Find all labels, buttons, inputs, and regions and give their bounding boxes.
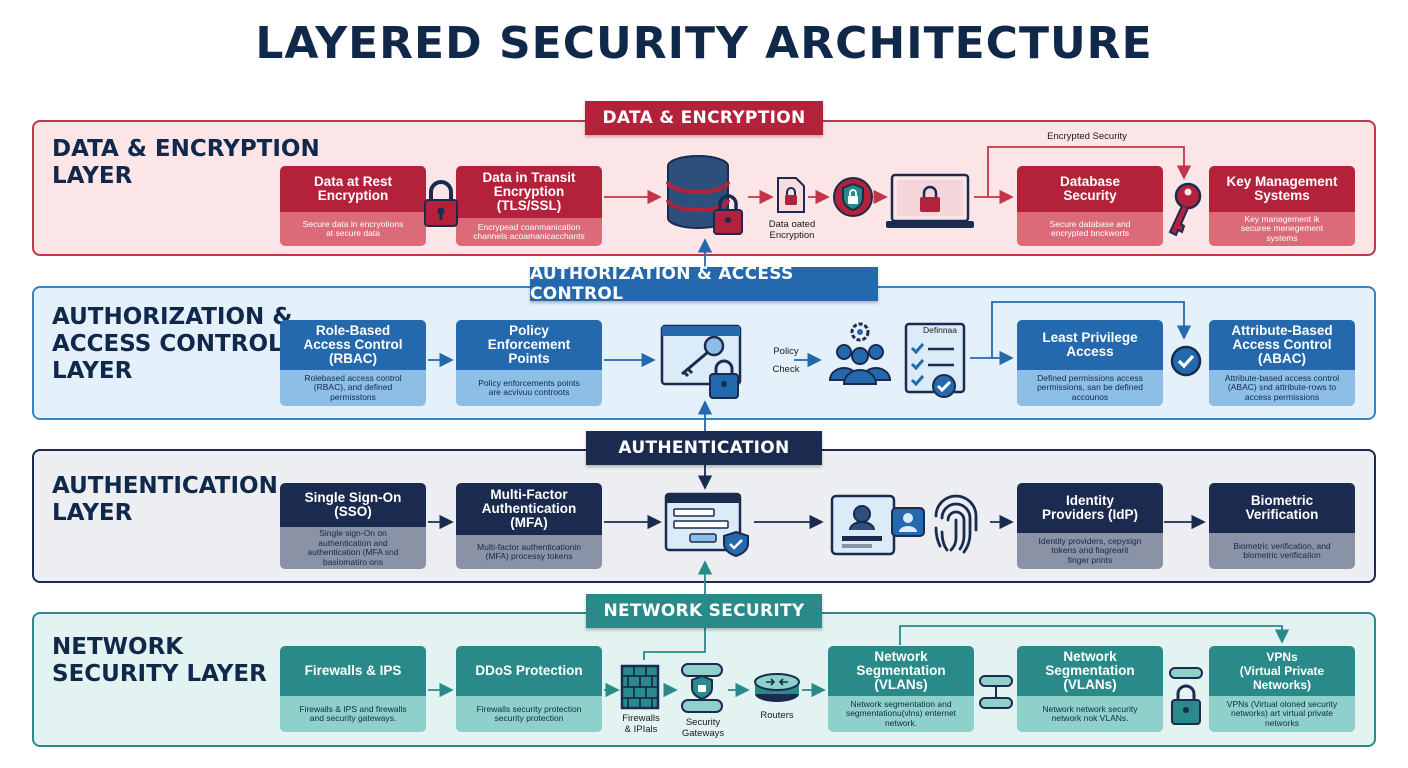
key-icon xyxy=(1168,182,1202,237)
ribbon-authentication: AUTHENTICATION xyxy=(586,431,822,465)
card-description: Identity providers, cepysign tokens and … xyxy=(1017,533,1163,569)
layer-label: NETWORK SECURITY LAYER xyxy=(52,634,267,687)
card-description: Network segmentation and segmentationu(v… xyxy=(828,696,974,732)
ribbon-network-security: NETWORK SECURITY xyxy=(586,594,822,628)
card-title: Identity Providers (IdP) xyxy=(1017,483,1163,533)
padlock-icon xyxy=(424,180,458,227)
ribbon-authorization: AUTHORIZATION & ACCESS CONTROL xyxy=(530,264,878,304)
card-vpns[interactable]: VPNs (Virtual Private Networks) VPNs (Vi… xyxy=(1209,646,1355,732)
card-title: Network Segmentation (VLANs) xyxy=(1017,646,1163,696)
browser-key-icon xyxy=(660,324,742,399)
card-description: Network network security network nok VLA… xyxy=(1017,696,1163,732)
card-title: Multi-Factor Authentication (MFA) xyxy=(456,483,602,535)
encrypted-file-icon xyxy=(777,177,805,213)
card-policy-enforcement[interactable]: Policy Enforcement Points Policy enforce… xyxy=(456,320,602,406)
encrypted-security-label: Encrypted Security xyxy=(1047,131,1127,142)
card-description: Encrypead coanmanication channels acoama… xyxy=(456,218,602,246)
card-title: Least Privilege Access xyxy=(1017,320,1163,370)
card-title: Attribute-Based Access Control (ABAC) xyxy=(1209,320,1355,370)
icon-label: Routers xyxy=(760,710,794,721)
card-data-in-transit[interactable]: Data in Transit Encryption (TLS/SSL) Enc… xyxy=(456,166,602,246)
laptop-lock-icon xyxy=(886,173,974,228)
icon-label: Data oated Encryption xyxy=(768,219,816,241)
card-biometric[interactable]: Biometric Verification Biometric verific… xyxy=(1209,483,1355,569)
card-database-security[interactable]: Database Security Secure database and en… xyxy=(1017,166,1163,246)
card-title: Data at Rest Encryption xyxy=(280,166,426,212)
check-circle-icon xyxy=(1170,345,1202,377)
card-title: Database Security xyxy=(1017,166,1163,212)
card-network-segmentation-2[interactable]: Network Segmentation (VLANs) Network net… xyxy=(1017,646,1163,732)
card-description: Secure database and encrypted bnckworts xyxy=(1017,212,1163,246)
layer-label: AUTHENTICATION LAYER xyxy=(52,473,278,526)
card-title: Single Sign-On (SSO) xyxy=(280,483,426,527)
layer-label: AUTHORIZATION & ACCESS CONTROL LAYER xyxy=(52,304,293,384)
card-data-at-rest[interactable]: Data at Rest Encryption Secure data in e… xyxy=(280,166,426,246)
card-title: Data in Transit Encryption (TLS/SSL) xyxy=(456,166,602,218)
card-title: Role-Based Access Control (RBAC) xyxy=(280,320,426,370)
card-description: Single sign-On on authentication and aut… xyxy=(280,527,426,569)
ribbon-data-encryption: DATA & ENCRYPTION xyxy=(585,101,823,135)
card-description: Attribute-based access control (ABAC) sn… xyxy=(1209,370,1355,406)
card-title: DDoS Protection xyxy=(456,646,602,696)
card-description: Multi-factor authenticationin (MFA) proc… xyxy=(456,535,602,569)
card-description: Biometric verification, and biometric ve… xyxy=(1209,533,1355,569)
card-firewalls-ips[interactable]: Firewalls & IPS Firewalls & IPS and fire… xyxy=(280,646,426,732)
page-title: LAYERED SECURITY ARCHITECTURE xyxy=(255,18,1153,69)
brick-wall-icon xyxy=(620,664,660,710)
id-card-icon xyxy=(830,494,925,556)
card-network-segmentation-1[interactable]: Network Segmentation (VLANs) Network seg… xyxy=(828,646,974,732)
card-title: VPNs (Virtual Private Networks) xyxy=(1209,646,1355,696)
layer-label: DATA & ENCRYPTION LAYER xyxy=(52,136,320,189)
card-title: Biometric Verification xyxy=(1209,483,1355,533)
vpn-lock-icon xyxy=(1169,667,1203,725)
icon-label: Firewalls & IPIals xyxy=(622,713,660,735)
card-ddos-protection[interactable]: DDoS Protection Firewalls security prote… xyxy=(456,646,602,732)
card-title: Firewalls & IPS xyxy=(280,646,426,696)
card-description: Secure data in encryotions at secure dat… xyxy=(280,212,426,246)
cable-icon xyxy=(979,675,1013,709)
card-mfa[interactable]: Multi-Factor Authentication (MFA) Multi-… xyxy=(456,483,602,569)
card-abac[interactable]: Attribute-Based Access Control (ABAC) At… xyxy=(1209,320,1355,406)
card-rbac[interactable]: Role-Based Access Control (RBAC) Rolebas… xyxy=(280,320,426,406)
gateway-pipe-icon xyxy=(681,663,723,713)
login-form-icon xyxy=(664,492,749,558)
card-description: Firewalls & IPS and firewalls and securi… xyxy=(280,696,426,732)
checklist-icon xyxy=(904,322,966,398)
shield-lock-icon xyxy=(833,177,873,217)
card-idp[interactable]: Identity Providers (IdP) Identity provid… xyxy=(1017,483,1163,569)
router-icon xyxy=(754,673,800,702)
fingerprint-icon xyxy=(934,494,978,554)
card-title: Policy Enforcement Points xyxy=(456,320,602,370)
card-description: Key management ik securee menegement sys… xyxy=(1209,212,1355,246)
card-least-privilege[interactable]: Least Privilege Access Defined permissio… xyxy=(1017,320,1163,406)
card-sso[interactable]: Single Sign-On (SSO) Single sign-On on a… xyxy=(280,483,426,569)
card-key-management[interactable]: Key Management Systems Key management ik… xyxy=(1209,166,1355,246)
card-title: Network Segmentation (VLANs) xyxy=(828,646,974,696)
card-description: Defined permissions access permissions, … xyxy=(1017,370,1163,406)
database-lock-icon xyxy=(666,155,743,235)
card-title: Key Management Systems xyxy=(1209,166,1355,212)
card-description: Rolebased access control (RBAC), and def… xyxy=(280,370,426,406)
card-description: Policy enforcements points are acvivuu c… xyxy=(456,370,602,406)
card-description: Firewalls security protection security p… xyxy=(456,696,602,732)
card-description: VPNs (Virtual oloned security networks) … xyxy=(1209,696,1355,732)
users-gear-icon xyxy=(828,322,892,385)
icon-label: Security Gateways xyxy=(681,717,725,739)
doc-label: Definnaa xyxy=(922,325,958,335)
policy-label: Policy xyxy=(773,346,799,357)
check-label: Check xyxy=(772,364,800,375)
